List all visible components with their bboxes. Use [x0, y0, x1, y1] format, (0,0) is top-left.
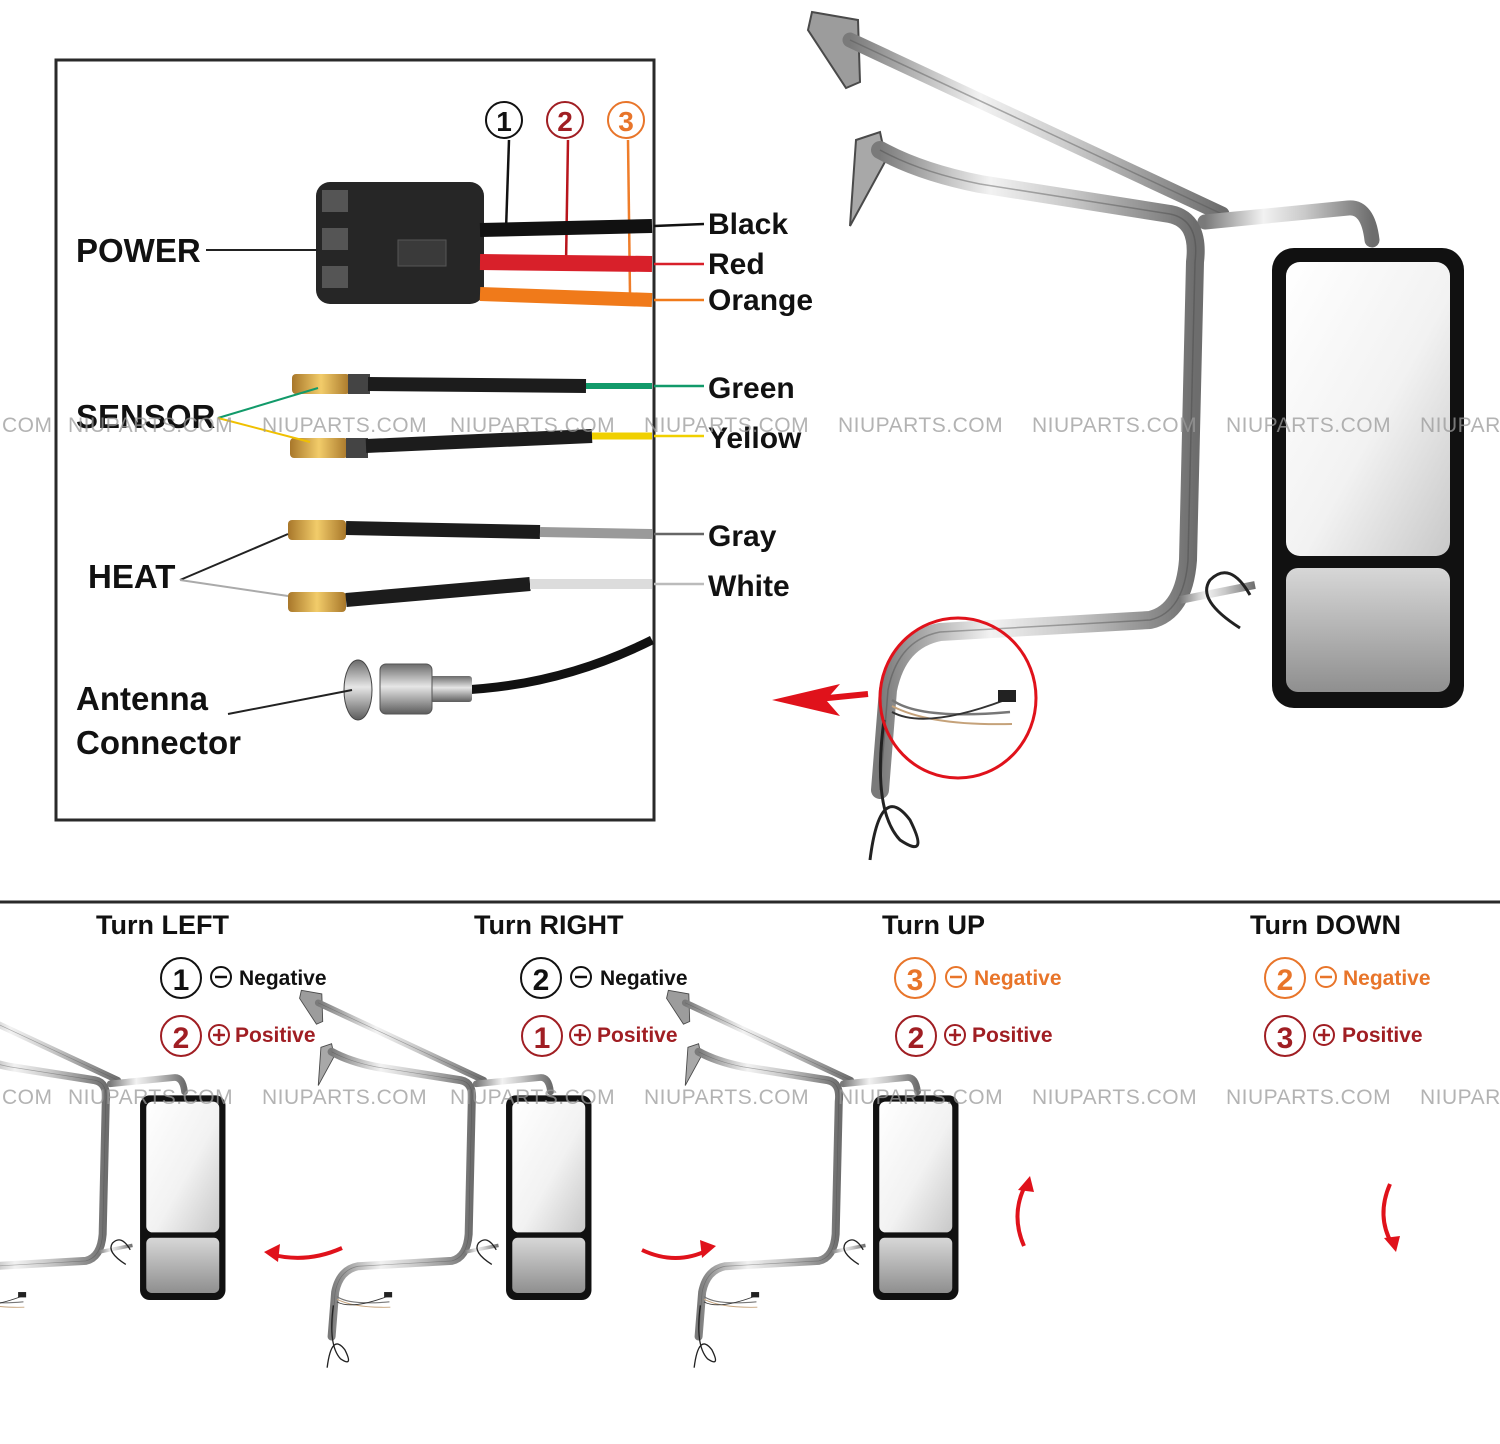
arrow-right-icon	[641, 1248, 709, 1260]
svg-text:NIUPAR: NIUPAR	[1420, 1086, 1500, 1109]
arrow-down-icon	[1381, 1183, 1394, 1245]
antenna-label-line2: Connector	[76, 724, 241, 761]
svg-text:NIUPARTS.COM: NIUPARTS.COM	[450, 414, 615, 437]
pin-1-badge: 1	[485, 101, 523, 139]
svg-text:NIUPARTS.COM: NIUPARTS.COM	[644, 1086, 809, 1109]
wire-label-gray: Gray	[708, 520, 777, 553]
svg-text:Positive: Positive	[972, 1024, 1053, 1047]
svg-text:NIUPARTS.COM: NIUPARTS.COM	[1032, 1086, 1197, 1109]
svg-text:NIUPARTS.COM: NIUPARTS.COM	[1226, 1086, 1391, 1109]
heat-wires	[288, 520, 653, 612]
svg-text:Positive: Positive	[597, 1024, 678, 1047]
watermark-row-top: COM NIUPARTS.COM NIUPARTS.COM NIUPARTS.C…	[2, 414, 1500, 437]
svg-text:COM: COM	[2, 414, 53, 437]
plus-icon	[208, 1024, 230, 1046]
svg-text:2: 2	[908, 1022, 925, 1055]
svg-text:NIUPARTS.COM: NIUPARTS.COM	[644, 414, 809, 437]
svg-text:Positive: Positive	[235, 1024, 316, 1047]
arrow-up-icon	[1015, 1183, 1028, 1247]
wire-label-orange: Orange	[708, 284, 813, 317]
svg-text:NIUPAR: NIUPAR	[1420, 414, 1500, 437]
wire-black	[479, 219, 653, 237]
panel-turn-down: Turn DOWN 2 Negative 3 Positive	[667, 910, 1431, 1368]
watermark-row-bottom: COM NIUPARTS.COM NIUPARTS.COM NIUPARTS.C…	[2, 1086, 1500, 1109]
power-connector	[316, 182, 484, 304]
svg-text:NIUPARTS.COM: NIUPARTS.COM	[450, 1086, 615, 1109]
plus-icon	[944, 1024, 966, 1046]
svg-text:2: 2	[533, 964, 550, 997]
svg-text:3: 3	[1277, 1022, 1294, 1055]
svg-text:NIUPARTS.COM: NIUPARTS.COM	[838, 1086, 1003, 1109]
svg-text:Negative: Negative	[1343, 967, 1431, 990]
pin-3-label: 3	[618, 106, 634, 137]
minus-icon	[1315, 966, 1337, 988]
svg-text:COM: COM	[2, 1086, 53, 1109]
antenna-connector-graphic	[343, 635, 655, 721]
svg-text:NIUPARTS.COM: NIUPARTS.COM	[838, 414, 1003, 437]
pin-2-badge: 2	[546, 101, 584, 139]
svg-text:2: 2	[173, 1022, 190, 1055]
wire-label-yellow: Yellow	[708, 422, 802, 455]
sensor-wires	[290, 374, 652, 458]
svg-text:NIUPARTS.COM: NIUPARTS.COM	[68, 414, 233, 437]
svg-text:1: 1	[173, 964, 190, 997]
sensor-label: SENSOR	[76, 398, 216, 435]
svg-text:NIUPARTS.COM: NIUPARTS.COM	[68, 1086, 233, 1109]
pin-3-badge: 3	[607, 101, 645, 139]
svg-text:Negative: Negative	[239, 967, 327, 990]
minus-icon	[945, 966, 967, 988]
svg-text:Negative: Negative	[974, 967, 1062, 990]
wire-label-white: White	[708, 570, 790, 603]
pin-1-label: 1	[496, 106, 512, 137]
wire-orange	[479, 287, 653, 307]
wire-label-green: Green	[708, 372, 795, 405]
plus-icon	[569, 1024, 591, 1046]
heat-label: HEAT	[88, 558, 175, 595]
minus-icon	[210, 966, 232, 988]
arrow-left-icon	[269, 1246, 343, 1260]
svg-text:NIUPARTS.COM: NIUPARTS.COM	[1226, 414, 1391, 437]
wiring-callout	[772, 616, 1038, 780]
minus-icon	[570, 966, 592, 988]
antenna-label-line1: Antenna	[76, 680, 209, 717]
panel-turn-right: Turn RIGHT 2 Negative 1 Positive	[0, 910, 716, 1368]
turn-right-title: Turn RIGHT	[474, 910, 624, 940]
wire-red	[479, 254, 653, 272]
svg-text:Positive: Positive	[1342, 1024, 1423, 1047]
svg-text:NIUPARTS.COM: NIUPARTS.COM	[262, 1086, 427, 1109]
svg-text:NIUPARTS.COM: NIUPARTS.COM	[262, 414, 427, 437]
pin-2-label: 2	[557, 106, 573, 137]
wire-gray	[539, 527, 653, 539]
svg-text:NIUPARTS.COM: NIUPARTS.COM	[1032, 414, 1197, 437]
svg-text:Negative: Negative	[600, 967, 688, 990]
svg-text:1: 1	[534, 1022, 551, 1055]
plus-icon	[1313, 1024, 1335, 1046]
panel-turn-up: Turn UP 3 Negative 2 Positive	[300, 910, 1062, 1368]
wire-label-red: Red	[708, 248, 765, 281]
turn-left-title: Turn LEFT	[96, 910, 229, 940]
panel-turn-left: Turn LEFT 1 Negative 2 Positive	[96, 910, 343, 1262]
turn-down-title: Turn DOWN	[1250, 910, 1401, 940]
svg-text:3: 3	[907, 964, 924, 997]
turn-up-title: Turn UP	[882, 910, 985, 940]
wire-label-black: Black	[708, 208, 788, 241]
power-label: POWER	[76, 232, 201, 269]
arrow-left-icon	[772, 684, 840, 716]
svg-text:2: 2	[1277, 964, 1294, 997]
